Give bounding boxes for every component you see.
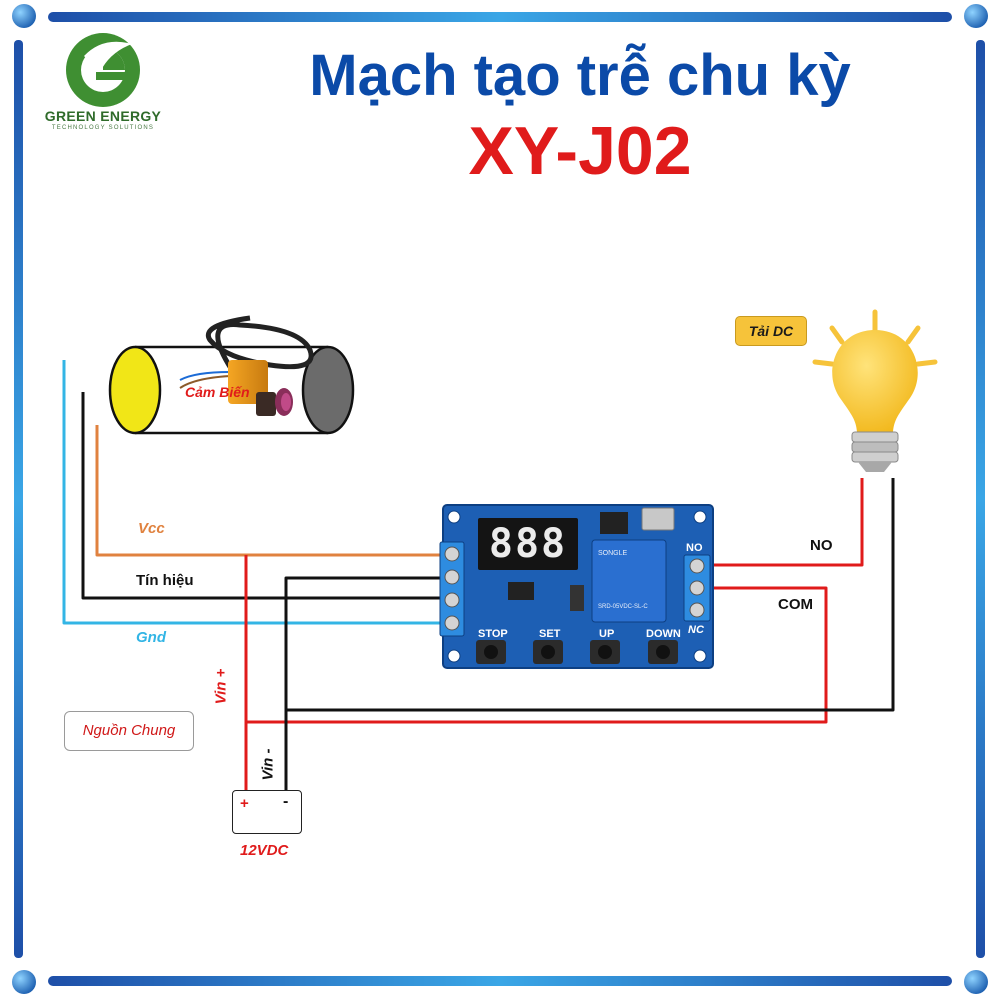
photoelectric-sensor-image	[179, 315, 314, 416]
set-button-label: SET	[539, 628, 561, 640]
load-badge: Tải DC	[735, 316, 807, 346]
relay-no-label: NO	[686, 542, 703, 554]
gnd-wire	[62, 360, 450, 625]
no-red-wire	[705, 478, 864, 567]
sensor-label: Cảm Biến	[185, 384, 250, 400]
common-red-wire	[246, 586, 828, 724]
sensor-tube	[108, 345, 355, 435]
wires	[62, 360, 895, 790]
light-bulb-icon	[812, 309, 938, 472]
brand-name: GREEN ENERGY	[44, 108, 162, 124]
vin-minus-label: Vin -	[259, 748, 277, 781]
psu-minus-terminal: -	[283, 793, 289, 810]
vin-plus-label: Vin +	[212, 668, 230, 705]
stop-button-label: STOP	[478, 628, 508, 640]
relay-model: SRD-05VDC-SL-C	[598, 604, 648, 610]
seven-segment-display: 888	[478, 518, 578, 570]
vcc-label: Vcc	[138, 520, 165, 537]
green-energy-logo	[66, 33, 140, 107]
load-return-wire	[286, 478, 895, 712]
up-button-label: UP	[599, 628, 615, 640]
relay-nc-label: NC	[688, 624, 704, 636]
brand-tagline: TECHNOLOGY SOLUTIONS	[51, 125, 155, 131]
com-label: COM	[778, 596, 813, 613]
psu-plus-terminal: +	[240, 795, 249, 812]
voltage-label: 12VDC	[240, 842, 289, 859]
power-supply-box: + -	[232, 790, 302, 834]
vcc-wire	[95, 425, 450, 557]
gnd-label: Gnd	[136, 629, 166, 646]
model-title: XY-J02	[468, 113, 692, 189]
vin-minus-wire	[284, 576, 450, 790]
no-label: NO	[810, 537, 833, 554]
common-power-badge: Nguồn Chung	[64, 711, 194, 751]
down-button-label: DOWN	[646, 628, 681, 640]
page-title: Mạch tạo trễ chu kỳ	[309, 43, 851, 108]
signal-label: Tín hiệu	[136, 572, 194, 589]
signal-wire	[81, 392, 450, 600]
relay-brand: SONGLE	[598, 550, 628, 557]
frame-border	[12, 4, 988, 994]
